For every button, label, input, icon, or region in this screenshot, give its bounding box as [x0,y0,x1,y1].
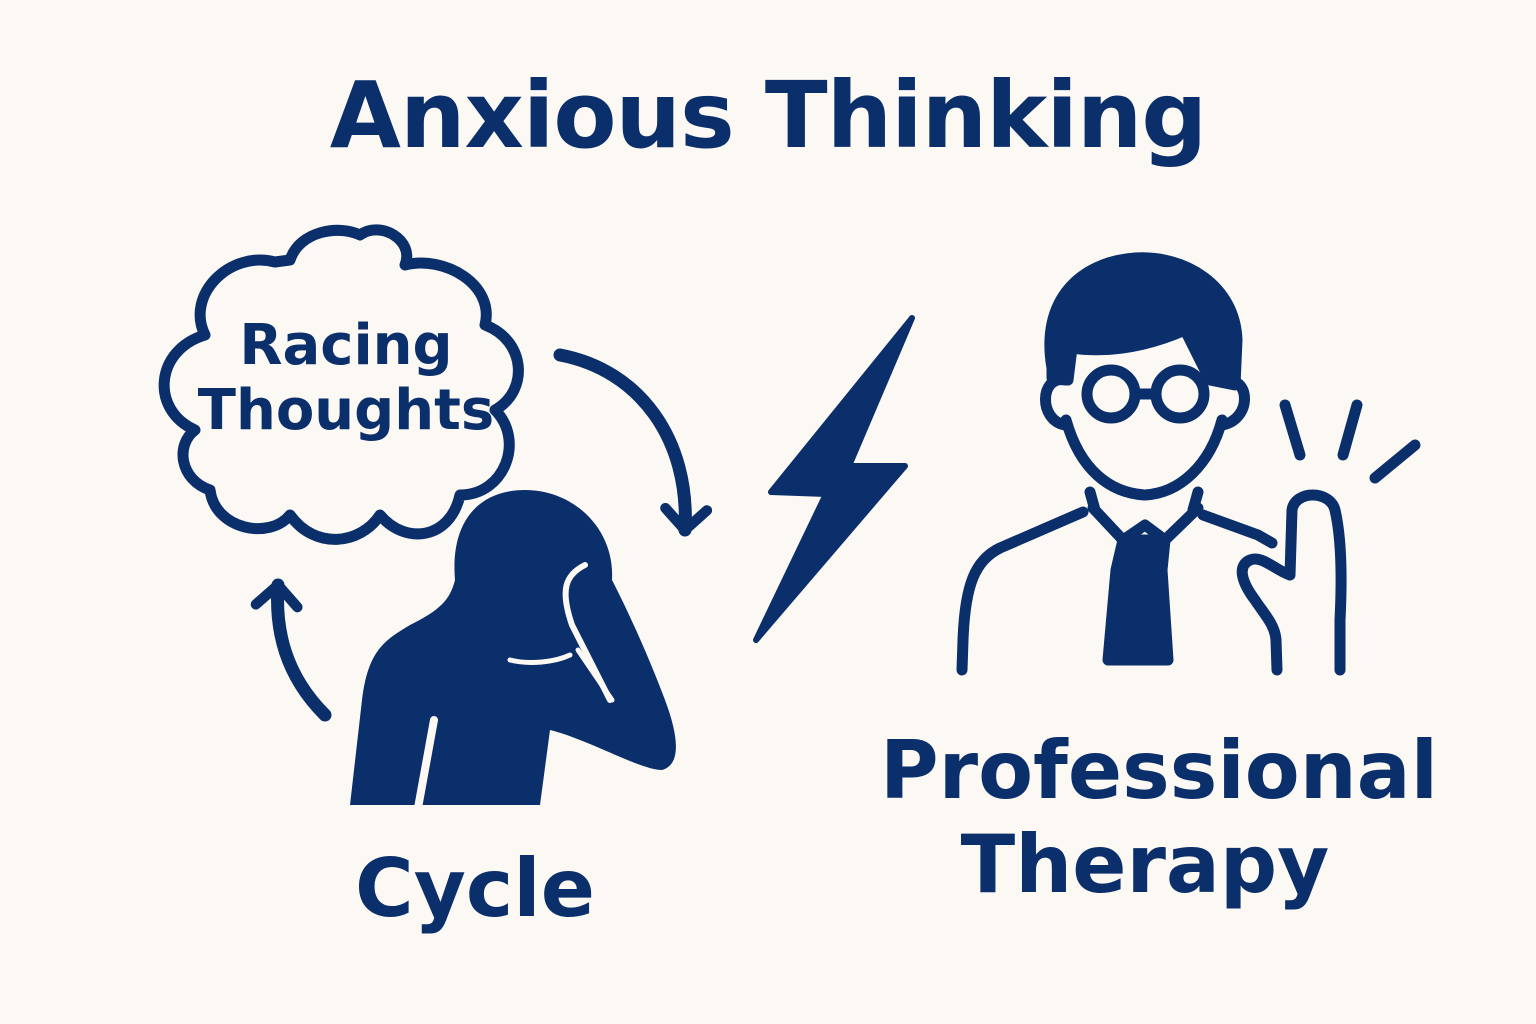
lightning-bolt-icon [753,315,915,643]
distressed-person-icon [350,490,676,812]
cloud-label-line1: Racing [239,313,453,378]
cycle-label: Cycle [355,842,595,935]
thought-cloud-icon [158,224,524,545]
cloud-label-line2: Thoughts [197,378,495,443]
cycle-arrow-icon [250,348,713,722]
raised-hand-icon [1236,399,1421,676]
therapy-label-line1: Professional [880,724,1439,817]
therapist-icon [956,252,1278,676]
diagram-title: Anxious Thinking [329,62,1207,169]
therapy-label-line2: Therapy [960,818,1330,911]
